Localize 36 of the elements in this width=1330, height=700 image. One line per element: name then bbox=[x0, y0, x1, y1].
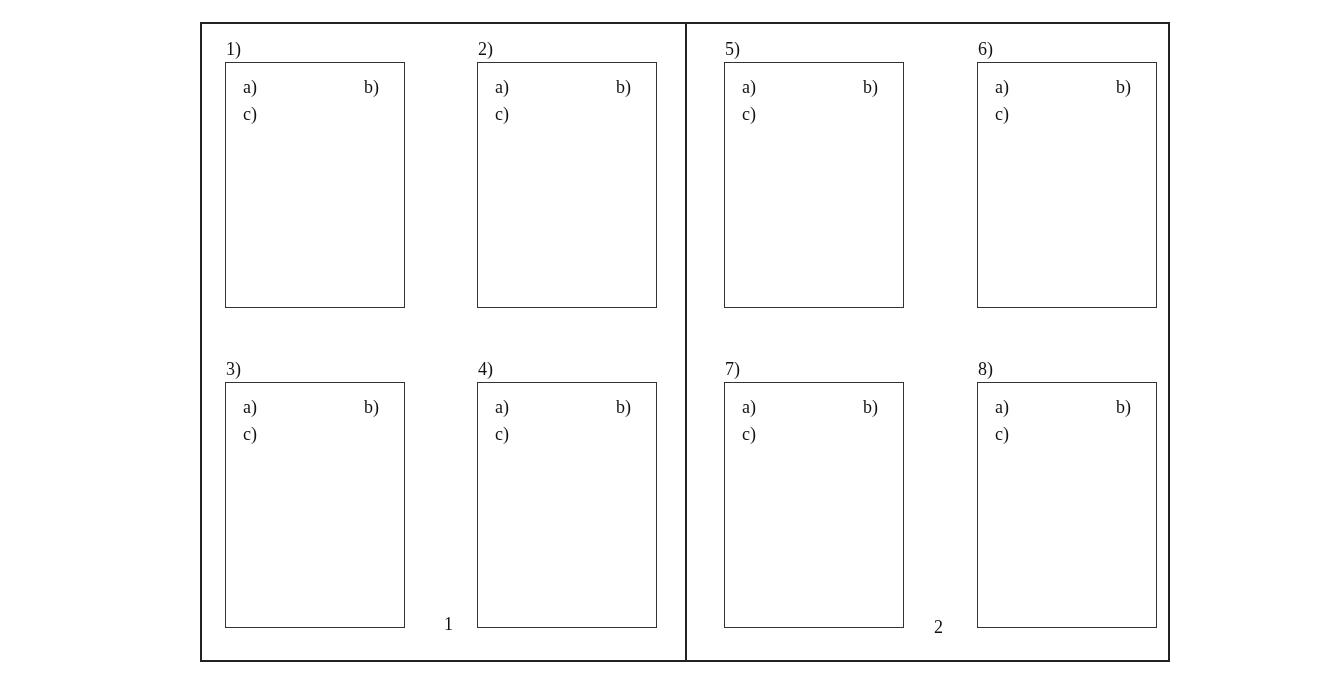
item-label: a) bbox=[495, 77, 509, 97]
frame-number: 4) bbox=[478, 359, 493, 379]
frame-number: 5) bbox=[725, 39, 740, 59]
item-label: b) bbox=[1116, 77, 1131, 97]
item-label: c) bbox=[742, 104, 756, 124]
item-label: a) bbox=[742, 77, 756, 97]
item-label: c) bbox=[995, 424, 1009, 444]
item-label: a) bbox=[243, 397, 257, 417]
frame-number: 7) bbox=[725, 359, 740, 379]
item-label: c) bbox=[742, 424, 756, 444]
page-panel bbox=[685, 22, 1170, 662]
page-panel bbox=[200, 22, 687, 662]
item-label: a) bbox=[243, 77, 257, 97]
item-label: a) bbox=[995, 77, 1009, 97]
item-label: c) bbox=[495, 104, 509, 124]
frame-number: 8) bbox=[978, 359, 993, 379]
frame-number: 6) bbox=[978, 39, 993, 59]
item-label: a) bbox=[995, 397, 1009, 417]
item-label: a) bbox=[495, 397, 509, 417]
item-label: b) bbox=[863, 397, 878, 417]
page-number: 1 bbox=[444, 614, 453, 634]
item-label: c) bbox=[243, 104, 257, 124]
item-label: b) bbox=[616, 77, 631, 97]
frame-number: 2) bbox=[478, 39, 493, 59]
item-label: c) bbox=[495, 424, 509, 444]
item-label: b) bbox=[616, 397, 631, 417]
page-number: 2 bbox=[934, 617, 943, 637]
item-label: b) bbox=[1116, 397, 1131, 417]
frame-number: 1) bbox=[226, 39, 241, 59]
item-label: a) bbox=[742, 397, 756, 417]
item-label: c) bbox=[243, 424, 257, 444]
item-label: b) bbox=[364, 77, 379, 97]
item-label: c) bbox=[995, 104, 1009, 124]
item-label: b) bbox=[364, 397, 379, 417]
frame-number: 3) bbox=[226, 359, 241, 379]
item-label: b) bbox=[863, 77, 878, 97]
